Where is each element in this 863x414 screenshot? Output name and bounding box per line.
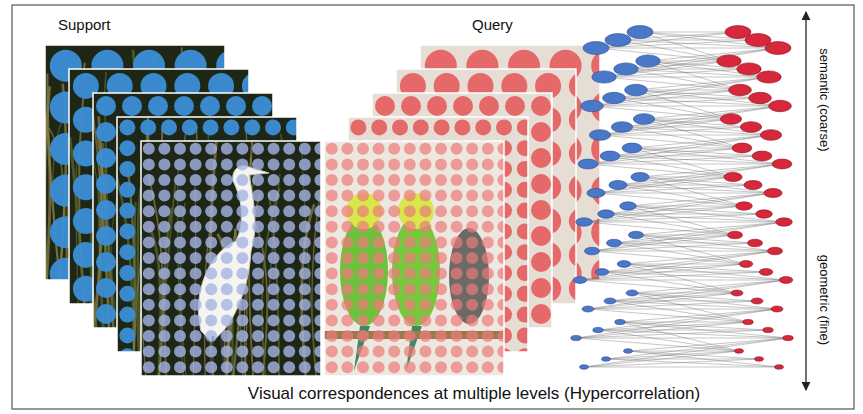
stack-title: Query (472, 17, 513, 34)
stack-title: Support (58, 17, 111, 34)
query-feature-layer (372, 93, 552, 328)
correlation-graph (571, 26, 793, 370)
axis-label: semantic (coarse) (817, 48, 831, 151)
scale-arrow (805, 12, 806, 390)
query-feature-layer (324, 141, 509, 376)
support-feature-layer (137, 141, 329, 376)
figure-frame (12, 5, 854, 409)
egret-image (198, 166, 269, 376)
parrot-image (324, 193, 504, 371)
figure-caption: Visual correspondences at multiple level… (245, 385, 703, 404)
axis-label: geometric (fine) (817, 255, 831, 345)
